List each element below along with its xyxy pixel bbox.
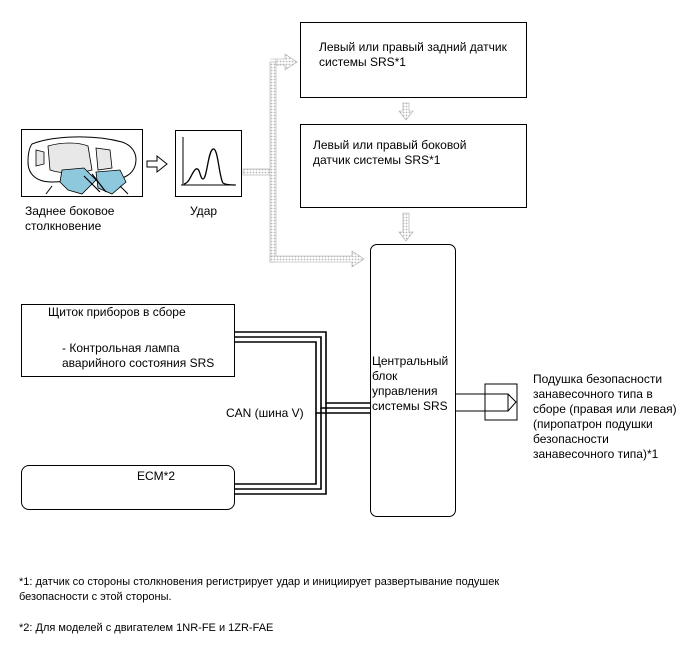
footnote-1: *1: датчик со стороны столкновения регис… — [19, 576, 500, 603]
arrow-to-rear-sensor — [270, 53, 298, 71]
center-airbag-unit-box: Центральный блок управления системы SRS — [370, 244, 456, 517]
arrow-to-center-unit — [269, 250, 365, 268]
rear-sensor-label: Левый или правый задний датчик системы S… — [319, 40, 507, 69]
impact-label: Удар — [190, 204, 218, 218]
collision-label: Заднее боковое столкновение — [25, 204, 115, 233]
can-bus-harness — [235, 331, 371, 495]
ecm-box: ECM*2 — [21, 465, 235, 510]
can-bus-label: CAN (шина V) — [226, 406, 304, 420]
arrow-side-to-center — [398, 212, 414, 242]
side-sensor-label: Левый или правый боковой датчик системы … — [313, 138, 467, 167]
arrow-collision-to-impact — [146, 154, 168, 174]
impact-graph — [175, 130, 242, 197]
combination-meter-box: Щиток приборов в сборе - Контрольная лам… — [21, 304, 235, 377]
arrow-signal-trunk — [269, 61, 277, 263]
warning-lamp-label: - Контрольная лампа аварийного состояния… — [62, 341, 215, 370]
footnote-2: *2: Для моделей с двигателем 1NR-FE и 1Z… — [19, 622, 274, 634]
airbag-connector — [455, 383, 518, 421]
combination-meter-label: Щиток приборов в сборе — [48, 305, 186, 319]
signal-arrows — [242, 53, 414, 268]
side-sensor-box: Левый или правый боковой датчик системы … — [300, 124, 527, 208]
rear-sensor-box: Левый или правый задний датчик системы S… — [300, 22, 527, 98]
center-unit-label: Центральный блок управления системы SRS — [372, 354, 449, 413]
collision-illustration — [21, 129, 143, 197]
arrow-signal-horizontal — [242, 168, 271, 176]
arrow-rear-to-side — [398, 102, 414, 121]
curtain-airbag-label: Подушка безопасности занавесочного типа … — [533, 372, 677, 461]
ecm-label: ECM*2 — [137, 469, 176, 483]
car-icon — [27, 136, 137, 195]
waveform-icon — [181, 137, 236, 186]
